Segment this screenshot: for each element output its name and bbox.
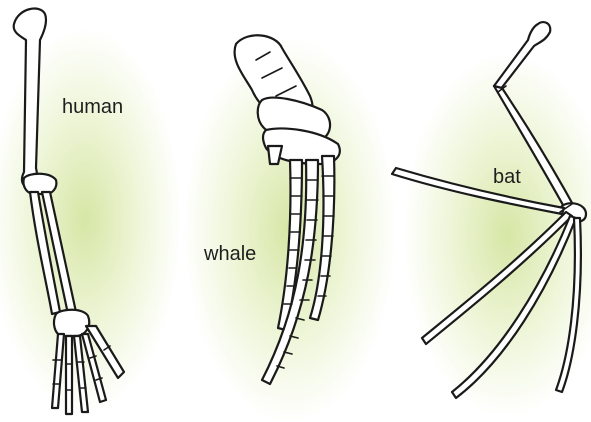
bat-humerus — [494, 22, 550, 90]
whale-digit-1 — [268, 146, 282, 164]
bat-wing-skeleton — [392, 22, 586, 398]
label-human: human — [62, 96, 123, 119]
human-finger-2 — [66, 336, 72, 414]
bat-digit-1 — [392, 168, 564, 214]
human-humerus — [14, 9, 46, 187]
bat-forearm — [494, 86, 576, 214]
human-wrist — [54, 310, 89, 336]
whale-flipper-skeleton — [235, 35, 340, 384]
label-whale: whale — [204, 243, 256, 266]
human-arm-skeleton — [14, 9, 124, 414]
human-finger-1 — [52, 334, 64, 408]
human-elbow — [23, 174, 56, 194]
label-bat: bat — [493, 166, 521, 189]
